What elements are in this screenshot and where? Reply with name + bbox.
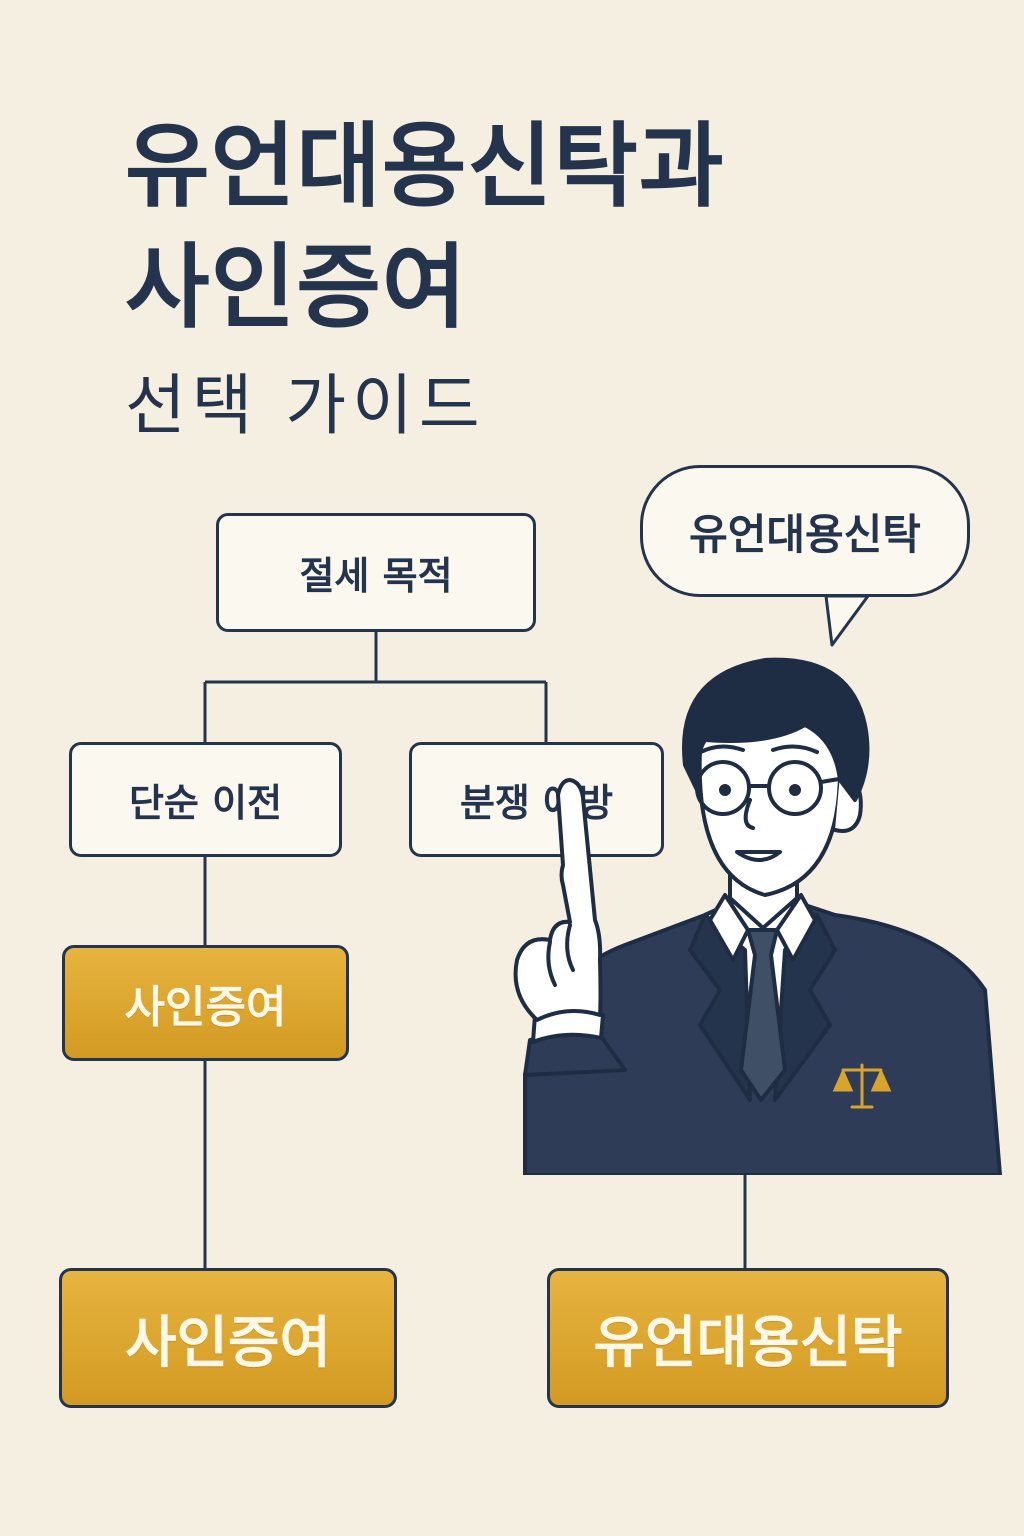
pointing-hand bbox=[513, 778, 603, 1022]
bottom-left-node: 사인증여 bbox=[59, 1268, 397, 1408]
branch-right-node: 분쟁 예방 bbox=[409, 742, 664, 857]
collar-left bbox=[708, 893, 750, 962]
finger-line-1 bbox=[546, 940, 557, 987]
tie bbox=[739, 928, 787, 1102]
left-result-node: 사인증여 bbox=[62, 945, 349, 1061]
left-lapel bbox=[688, 913, 752, 1102]
title-line-3: 선택 가이드 bbox=[125, 367, 486, 444]
collar-right bbox=[775, 893, 817, 962]
scales-of-justice-icon bbox=[832, 1063, 892, 1109]
right-eye bbox=[789, 784, 801, 796]
nose bbox=[743, 798, 755, 830]
right-lapel bbox=[773, 913, 837, 1102]
branch-left-node: 단순 이전 bbox=[69, 742, 342, 857]
finger-line-2 bbox=[565, 923, 575, 972]
left-brow bbox=[699, 744, 745, 754]
speech-bubble: 유언대용신탁 bbox=[640, 465, 970, 597]
title-line-1: 유언대용신탁과 bbox=[125, 113, 725, 220]
mouth bbox=[735, 850, 782, 862]
title-line-2: 사인증여 bbox=[125, 234, 468, 341]
left-eye bbox=[719, 784, 731, 796]
hair bbox=[682, 657, 870, 802]
bottom-right-node: 유언대용신탁 bbox=[547, 1268, 949, 1408]
glasses-arm bbox=[819, 776, 847, 784]
lawyer-illustration bbox=[513, 657, 1002, 1175]
root-node: 절세 목적 bbox=[216, 513, 536, 632]
right-brow bbox=[771, 744, 819, 754]
